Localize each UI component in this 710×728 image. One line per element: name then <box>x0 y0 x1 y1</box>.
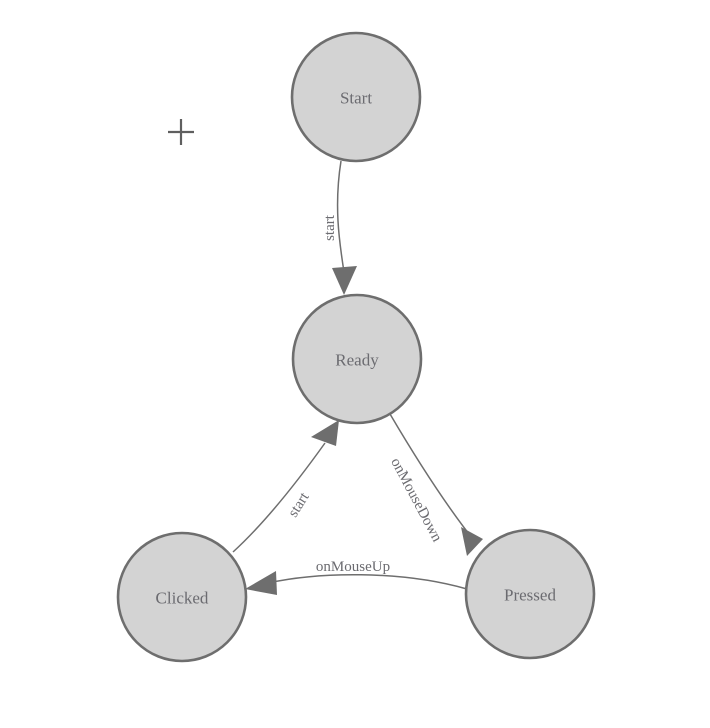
plus-marker[interactable] <box>168 119 194 145</box>
node-circle-clicked[interactable] <box>116 531 248 663</box>
edge-path-start-to-ready <box>336 160 345 273</box>
edge-start-to-ready[interactable]: start <box>322 160 357 295</box>
edge-pressed-to-clicked[interactable]: onMouseUp <box>245 559 468 595</box>
node-pressed[interactable]: Pressed <box>464 528 596 660</box>
node-circle-ready[interactable] <box>291 293 423 425</box>
edge-path-pressed-to-clicked <box>267 573 468 590</box>
edge-label-start: start <box>322 214 338 241</box>
edge-ready-to-pressed[interactable]: onMouseDown <box>387 413 483 556</box>
node-ready[interactable]: Ready <box>291 293 423 425</box>
arrowhead-start-to-ready <box>332 266 357 295</box>
arrowhead-ready-to-pressed <box>461 527 483 556</box>
node-circle-pressed[interactable] <box>464 528 596 660</box>
node-start[interactable]: Start <box>290 31 422 163</box>
node-label-pressed: Pressed <box>504 586 556 605</box>
arrowhead-clicked-to-ready <box>311 420 339 446</box>
edge-path-clicked-to-ready <box>232 442 326 553</box>
edge-label-onmouseup: onMouseUp <box>316 559 390 575</box>
node-label-start: Start <box>340 89 372 108</box>
node-clicked[interactable]: Clicked <box>116 531 248 663</box>
arrowhead-pressed-to-clicked <box>245 571 277 595</box>
edge-label-start-return: start <box>285 489 313 520</box>
edge-clicked-to-ready[interactable]: start <box>232 420 339 553</box>
edge-label-onmousedown: onMouseDown <box>387 455 445 545</box>
node-label-ready: Ready <box>335 351 379 370</box>
node-label-clicked: Clicked <box>156 589 209 608</box>
node-circle-start[interactable] <box>290 31 422 163</box>
